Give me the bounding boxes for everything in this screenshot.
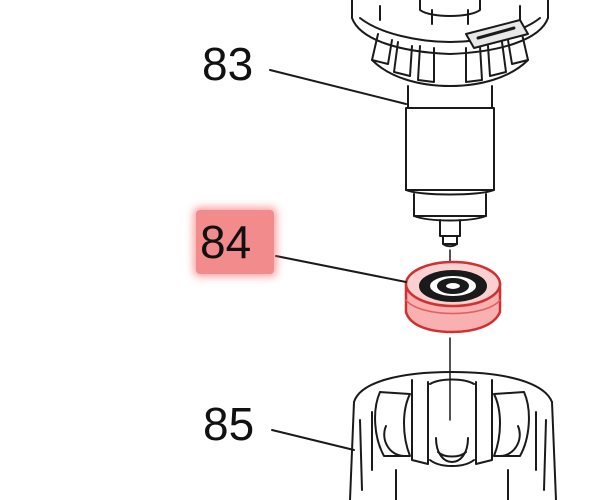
callout-83: 83 [202, 38, 254, 90]
callout-85: 85 [203, 398, 255, 450]
leader-line-83 [269, 69, 407, 105]
leader-line-85 [271, 429, 355, 451]
leader-line-84 [275, 255, 407, 283]
callout-84-highlight: 84 [196, 210, 274, 274]
callout-84: 84 [200, 216, 252, 268]
stator-part [349, 371, 557, 500]
armature-part [351, 0, 549, 248]
bearing-part [404, 249, 502, 334]
